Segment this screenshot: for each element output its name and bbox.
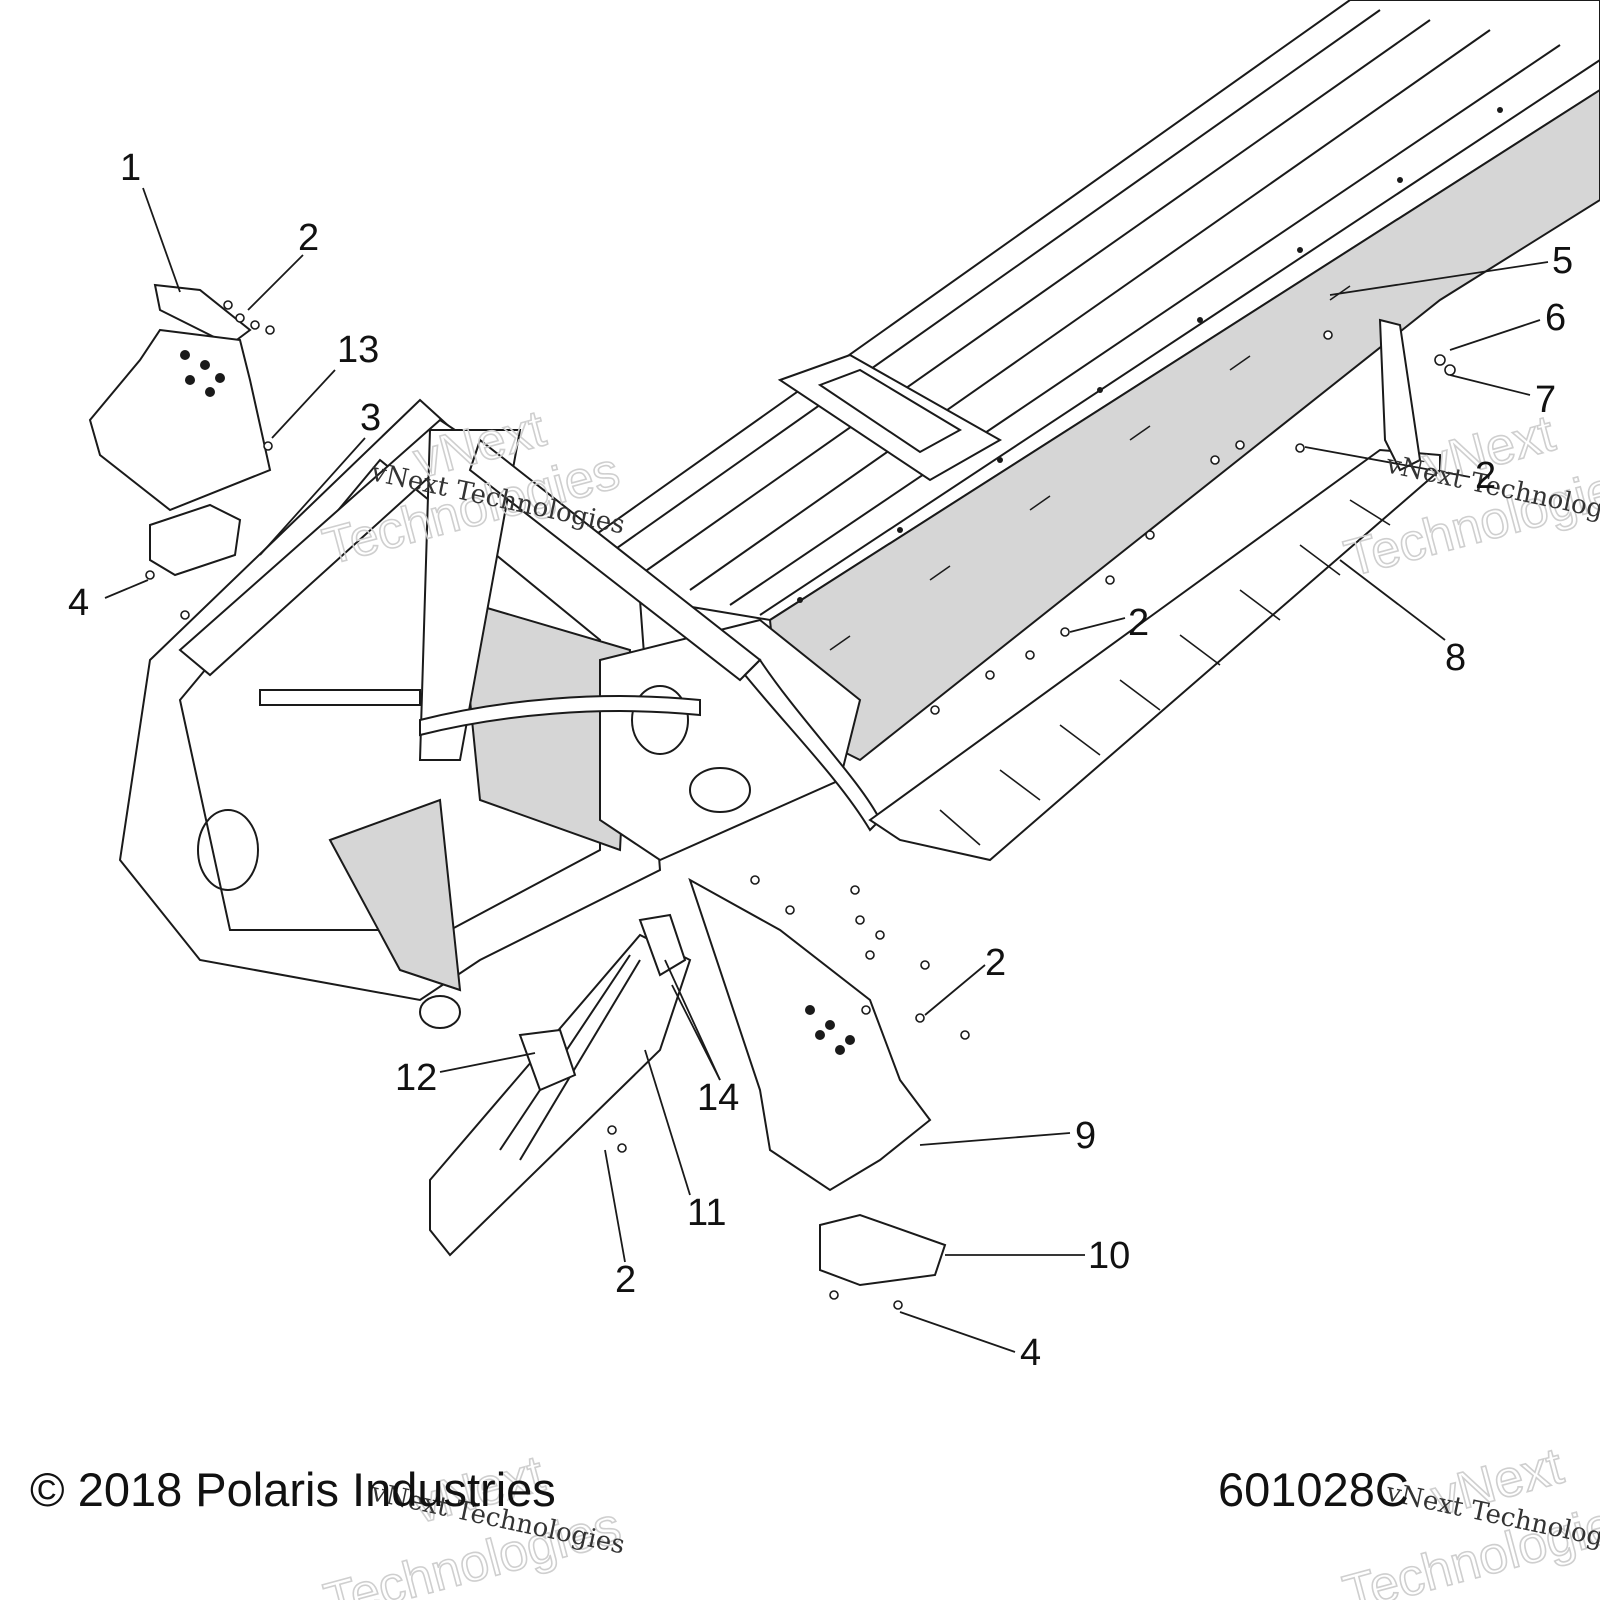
front-shield xyxy=(429,913,692,1257)
diagram-id: 601028C xyxy=(1218,1463,1409,1516)
callout-label: 12 xyxy=(395,1057,437,1099)
callout-label: 2 xyxy=(1475,455,1496,497)
running-board xyxy=(868,318,1441,862)
callout-label: 10 xyxy=(1088,1235,1130,1277)
callout-label: 2 xyxy=(615,1259,636,1301)
upper-bracket xyxy=(88,283,272,577)
callout-label: 14 xyxy=(697,1077,739,1119)
callout-label: 8 xyxy=(1445,637,1466,679)
callout-label: 13 xyxy=(337,329,379,371)
callout-label: 2 xyxy=(298,217,319,259)
chassis-tunnel xyxy=(118,0,1600,1029)
callout-label: 1 xyxy=(120,147,141,189)
fasteners xyxy=(145,300,1456,1310)
callout-label: 4 xyxy=(68,582,89,624)
callout-label: 4 xyxy=(1020,1332,1041,1374)
callout-label: 2 xyxy=(1128,602,1149,644)
callout-label: 7 xyxy=(1535,379,1556,421)
callout-label: 6 xyxy=(1545,297,1566,339)
callout-label: 11 xyxy=(687,1192,726,1234)
callout-label: 2 xyxy=(985,942,1006,984)
lower-bracket xyxy=(688,877,947,1287)
callout-label: 5 xyxy=(1552,240,1573,282)
callout-label: 3 xyxy=(360,397,381,439)
callout-labels: 1 2 13 3 4 5 6 7 2 2 8 2 12 14 9 11 2 10… xyxy=(68,147,1573,1374)
callout-label: 9 xyxy=(1075,1115,1096,1157)
leader-lines xyxy=(104,187,1549,1353)
copyright-text: © 2018 Polaris Industries xyxy=(30,1463,556,1516)
